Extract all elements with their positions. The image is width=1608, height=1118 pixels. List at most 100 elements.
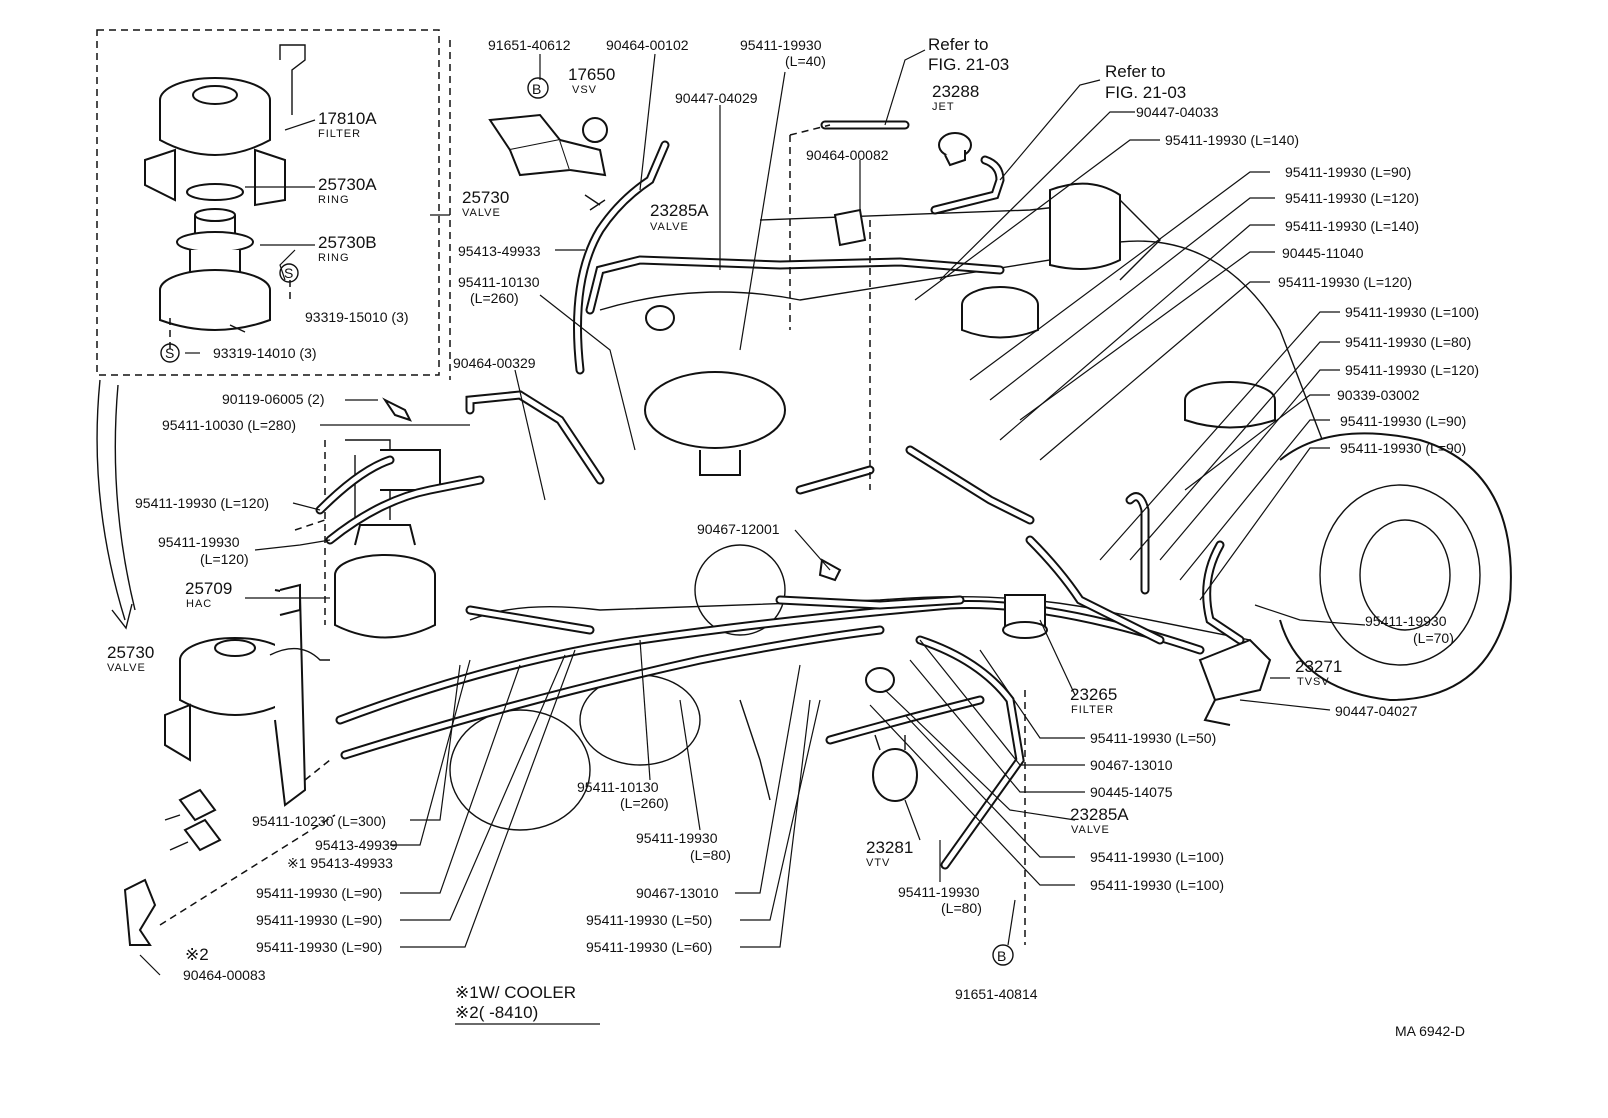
engine-outline bbox=[449, 182, 1512, 831]
label-23285a-top: 23285A bbox=[650, 201, 709, 220]
label-95411-19930-l120-l1: 95411-19930 (L=120) bbox=[135, 495, 269, 511]
label-17650: 17650 bbox=[568, 65, 615, 84]
label-95411-19930-l120-r2: 95411-19930 (L=120) bbox=[1278, 274, 1412, 290]
label-25730a-sub: RING bbox=[318, 194, 350, 206]
hac-25709-drawing bbox=[279, 439, 441, 639]
inset-dashed-border bbox=[96, 29, 440, 376]
label-91651-40814: 91651-40814 bbox=[955, 986, 1038, 1002]
bolt-90119-06005-drawing bbox=[382, 397, 412, 422]
label-s2: S bbox=[165, 345, 174, 361]
reference-b-circle-top bbox=[527, 77, 549, 99]
label-23271-sub: TVSV bbox=[1297, 676, 1330, 688]
distributor-drawing bbox=[694, 544, 786, 636]
label-95411-19930-l90-b3: 95411-19930 (L=90) bbox=[256, 939, 382, 955]
label-90339-03002: 90339-03002 bbox=[1337, 387, 1420, 403]
label-25709-sub: HAC bbox=[186, 598, 212, 610]
label-95411-19930-l80-b-len: (L=80) bbox=[690, 847, 731, 863]
ring-25730a-drawing bbox=[186, 183, 244, 201]
label-95411-19930-l120-r1: 95411-19930 (L=120) bbox=[1285, 190, 1419, 206]
label-b-bottom: B bbox=[997, 948, 1006, 964]
label-refer1-a: Refer to bbox=[928, 35, 988, 54]
label-95411-19930-l90-b1: 95411-19930 (L=90) bbox=[256, 885, 382, 901]
label-90467-12001: 90467-12001 bbox=[697, 521, 780, 537]
label-90445-14075: 90445-14075 bbox=[1090, 784, 1173, 800]
label-90464-00083: 90464-00083 bbox=[183, 967, 266, 983]
jet-23288-drawing bbox=[938, 132, 972, 167]
label-95413-49939: 95413-49939 bbox=[315, 837, 398, 853]
label-95411-19930-l90-b2: 95411-19930 (L=90) bbox=[256, 912, 382, 928]
valve-23285a-bottom-drawing bbox=[865, 667, 895, 693]
label-95411-10230: 95411-10230 (L=300) bbox=[252, 813, 386, 829]
label-95411-10030: 95411-10030 (L=280) bbox=[162, 417, 296, 433]
label-95411-19930-l90-r1: 95411-19930 (L=90) bbox=[1285, 164, 1411, 180]
label-95411-19930-l80-r1: 95411-19930 (L=80) bbox=[1345, 334, 1471, 350]
label-95411-19930-l90-r2: 95411-19930 (L=90) bbox=[1340, 413, 1466, 429]
label-23285a-bottom-sub: VALVE bbox=[1071, 824, 1110, 836]
label-95411-10130-l260-b: (L=260) bbox=[470, 290, 519, 306]
drawing-code: MA 6942-D bbox=[1395, 1023, 1465, 1039]
label-95411-19930-l50-b: 95411-19930 (L=50) bbox=[586, 912, 712, 928]
reference-b-circle-bottom bbox=[992, 944, 1014, 966]
vsv-17650-drawing bbox=[488, 113, 608, 211]
sensor-plugs-drawing bbox=[164, 788, 222, 852]
label-95413-49933: 95413-49933 bbox=[458, 243, 541, 259]
label-23288-sub: JET bbox=[932, 101, 955, 113]
label-90447-04027: 90447-04027 bbox=[1335, 703, 1418, 719]
label-90445-11040: 90445-11040 bbox=[1282, 245, 1364, 261]
valve-dashed-leader bbox=[304, 759, 331, 781]
inset-arrow bbox=[96, 379, 126, 621]
label-90447-04033: 90447-04033 bbox=[1136, 104, 1219, 120]
label-s1: S bbox=[284, 265, 293, 281]
label-95411-19930-l90-r3: 95411-19930 (L=90) bbox=[1340, 440, 1466, 456]
label-25730a: 25730A bbox=[318, 175, 377, 194]
label-90467-13010-b: 90467-13010 bbox=[636, 885, 719, 901]
label-93319-14010: 93319-14010 (3) bbox=[213, 345, 317, 361]
note-w-cooler: ※1W/ COOLER bbox=[455, 983, 576, 1002]
clip-90464-00082-drawing bbox=[833, 208, 867, 247]
label-17650-sub: VSV bbox=[572, 84, 597, 96]
label-95411-19930-l100-r3: 95411-19930 (L=100) bbox=[1090, 877, 1224, 893]
label-23285a-bottom: 23285A bbox=[1070, 805, 1129, 824]
label-95413-49933-star: ※1 95413-49933 bbox=[287, 855, 393, 871]
label-23265: 23265 bbox=[1070, 685, 1117, 704]
clip-leader-dash bbox=[159, 814, 336, 926]
label-95411-19930-l100-r2: 95411-19930 (L=100) bbox=[1090, 849, 1224, 865]
label-95411-19930-l70-len: (L=70) bbox=[1413, 630, 1454, 646]
valve-25730-installed-drawing bbox=[123, 589, 336, 946]
label-23285a-top-sub: VALVE bbox=[650, 221, 689, 233]
label-refer1-b: FIG. 21-03 bbox=[928, 55, 1009, 74]
label-90447-04029: 90447-04029 bbox=[675, 90, 758, 106]
filter-23265-drawing bbox=[1002, 594, 1048, 639]
label-95411-19930-l100-r1: 95411-19930 (L=100) bbox=[1345, 304, 1479, 320]
label-95411-19930-l80-c: 95411-19930 bbox=[898, 884, 980, 900]
label-95411-19930-l120-r3: 95411-19930 (L=120) bbox=[1345, 362, 1479, 378]
label-90464-00102: 90464-00102 bbox=[606, 37, 689, 53]
label-25730b: 25730B bbox=[318, 233, 377, 252]
label-23288: 23288 bbox=[932, 82, 979, 101]
leader-lines bbox=[139, 40, 1366, 976]
label-95411-19930-l120-l2-len: (L=120) bbox=[200, 551, 249, 567]
label-95411-19930-l120-l2: 95411-19930 bbox=[158, 534, 240, 550]
hac-dashed-bracket bbox=[294, 440, 326, 625]
label-25730-top: 25730 bbox=[462, 188, 509, 207]
fan-shroud-drawing bbox=[1279, 432, 1512, 702]
vtv-23281-drawing bbox=[872, 734, 918, 802]
label-17810a: 17810A bbox=[318, 109, 377, 128]
tvsv-23271-drawing bbox=[1198, 638, 1272, 726]
air-cleaner-drawing bbox=[644, 371, 786, 449]
note-8410: ※2( -8410) bbox=[455, 1003, 538, 1022]
pulley-left-drawing bbox=[449, 709, 591, 831]
label-90464-00082: 90464-00082 bbox=[806, 147, 889, 163]
label-95411-19930-l40: 95411-19930 bbox=[740, 37, 822, 53]
vacuum-hoses bbox=[315, 120, 1245, 870]
valve-23285a-top-drawing bbox=[645, 305, 675, 331]
label-23271: 23271 bbox=[1295, 657, 1342, 676]
labels: 91651-40612 90464-00102 95411-19930 (L=4… bbox=[107, 35, 1479, 1039]
label-93319-15010: 93319-15010 (3) bbox=[305, 309, 409, 325]
label-90119-06005: 90119-06005 (2) bbox=[222, 391, 324, 407]
label-25730-top-sub: VALVE bbox=[462, 207, 501, 219]
s-circle-2 bbox=[160, 343, 180, 363]
label-91651-40612: 91651-40612 bbox=[488, 37, 571, 53]
filter-17810a-drawing bbox=[144, 44, 306, 207]
label-25709: 25709 bbox=[185, 579, 232, 598]
